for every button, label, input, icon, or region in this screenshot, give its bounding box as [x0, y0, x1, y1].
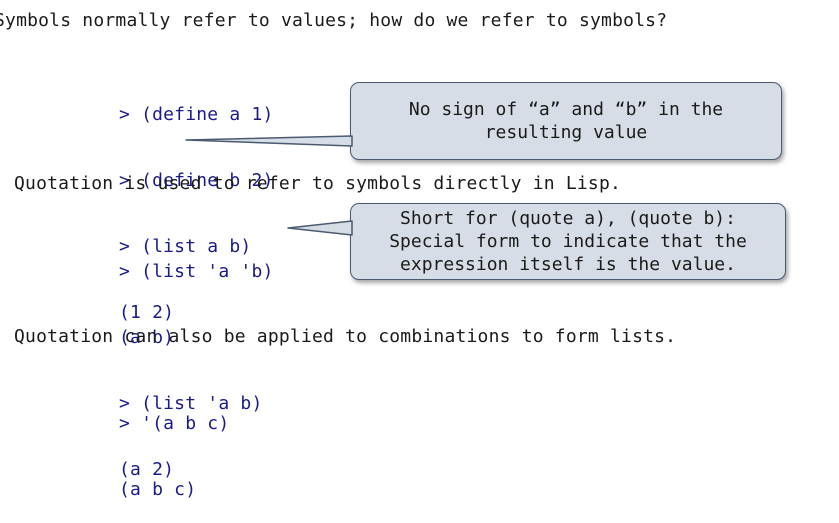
code-line: > (list 'a 'b) [119, 261, 274, 282]
callout-line: expression itself is the value. [400, 254, 736, 275]
heading: Symbols normally refer to values; how do… [0, 10, 668, 31]
code-line: > (list a b) [119, 236, 252, 257]
code-line: > (list 'a b) [119, 393, 263, 414]
callout-quote-form: Short for (quote a), (quote b): Special … [350, 203, 786, 280]
callout-no-sign: No sign of “a” and “b” in the resulting … [350, 82, 782, 160]
callout-line: resulting value [484, 122, 648, 143]
callout-line: Special form to indicate that the [389, 231, 747, 252]
code-line: > (define b 2) [119, 170, 274, 191]
paragraph-quotation-combinations: Quotation can also be applied to combina… [14, 326, 677, 347]
code-line: > (define a 1) [119, 104, 274, 125]
paragraph-quotation-symbols: Quotation is used to refer to symbols di… [14, 173, 622, 194]
callout-pointer-2 [287, 220, 353, 236]
code-line: (a b c) [119, 479, 197, 500]
callout-line: No sign of “a” and “b” in the [408, 99, 724, 120]
code-line: (a b) [119, 327, 175, 348]
code-line: (1 2) [119, 302, 175, 323]
callout-pointers [185, 135, 353, 236]
callout-line: Short for (quote a), (quote b): [400, 208, 736, 229]
code-block-define: > (define a 1) > (define b 2) > (list a … [119, 60, 274, 346]
callout-pointer-1 [185, 135, 353, 147]
